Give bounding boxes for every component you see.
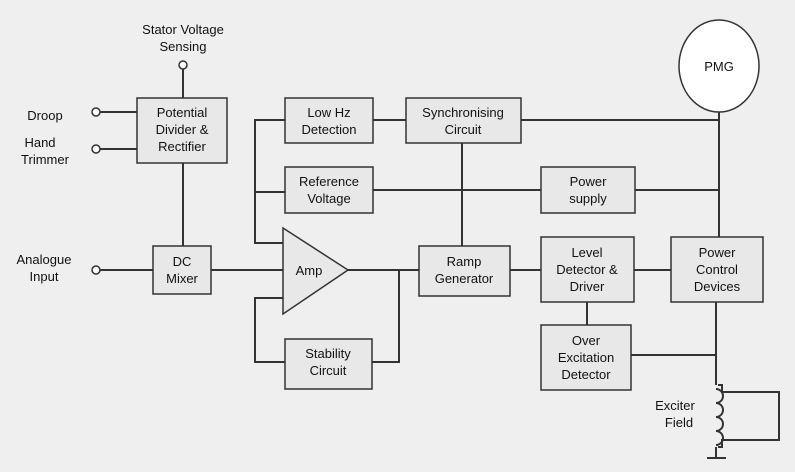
analogue-input-terminal xyxy=(91,265,101,275)
amp-label: Amp xyxy=(296,263,323,278)
reference-voltage-block xyxy=(284,166,374,214)
power-supply-block xyxy=(540,166,636,214)
stability-line-2: Circuit xyxy=(310,363,347,378)
droop-label: Droop xyxy=(27,108,62,123)
power-supply-line-2: supply xyxy=(569,191,607,206)
ramp-generator-line-2: Generator xyxy=(435,271,494,286)
hand-trimmer-label-line-2: Trimmer xyxy=(21,152,70,167)
pmg-label: PMG xyxy=(704,59,734,74)
blocks xyxy=(136,19,764,391)
over-excitation-line-3: Detector xyxy=(561,367,611,382)
hand-trimmer-terminal xyxy=(91,144,101,154)
synchronising-line-2: Circuit xyxy=(445,122,482,137)
wire-stability-out xyxy=(372,270,400,363)
low-hz-line-1: Low Hz xyxy=(307,105,350,120)
low-hz-block xyxy=(284,97,374,144)
dc-mixer-line-1: DC xyxy=(173,254,192,269)
ramp-generator-block xyxy=(418,245,511,297)
dc-mixer-block xyxy=(152,245,212,295)
stability-block xyxy=(284,338,373,390)
level-detector-line-2: Detector & xyxy=(556,262,618,277)
potential-divider-line-2: Divider & xyxy=(156,122,209,137)
exciter-field-label-line-1: Exciter xyxy=(655,398,695,413)
exciter-coil xyxy=(715,388,724,446)
connection-lines xyxy=(100,69,780,459)
analogue-input-label-line-2: Input xyxy=(30,269,59,284)
synchronising-block xyxy=(405,97,522,144)
stator-sensing-terminal xyxy=(178,60,188,70)
free-labels: Stator Voltage Sensing Droop Hand Trimme… xyxy=(17,22,696,430)
power-control-line-3: Devices xyxy=(694,279,741,294)
low-hz-line-2: Detection xyxy=(302,122,357,137)
droop-terminal xyxy=(91,107,101,117)
block-labels: Potential Divider & Rectifier DC Mixer L… xyxy=(156,59,741,382)
reference-voltage-line-2: Voltage xyxy=(307,191,350,206)
power-supply-line-1: Power xyxy=(570,174,608,189)
dc-mixer-line-2: Mixer xyxy=(166,271,198,286)
potential-divider-line-1: Potential xyxy=(157,105,208,120)
exciter-field-enclosure xyxy=(718,384,780,448)
ramp-generator-line-1: Ramp xyxy=(447,254,482,269)
reference-voltage-line-1: Reference xyxy=(299,174,359,189)
pmg-circle xyxy=(678,19,760,113)
over-excitation-line-1: Over xyxy=(572,333,601,348)
wire-left-bus xyxy=(254,119,286,244)
hand-trimmer-label-line-1: Hand xyxy=(24,135,55,150)
synchronising-line-1: Synchronising xyxy=(422,105,504,120)
over-excitation-line-2: Excitation xyxy=(558,350,614,365)
stability-line-1: Stability xyxy=(305,346,351,361)
exciter-field-label-line-2: Field xyxy=(665,415,693,430)
power-control-block xyxy=(670,236,764,303)
analogue-input-label-line-1: Analogue xyxy=(17,252,72,267)
wire-stability-in xyxy=(254,297,286,363)
amp-triangle xyxy=(282,226,350,316)
stator-label-line-1: Stator Voltage xyxy=(142,22,224,37)
stator-label-line-2: Sensing xyxy=(160,39,207,54)
potential-divider-line-3: Rectifier xyxy=(158,139,206,154)
level-detector-line-3: Driver xyxy=(570,279,605,294)
potential-divider-block xyxy=(136,97,228,164)
level-detector-block xyxy=(540,236,635,303)
power-control-line-1: Power xyxy=(699,245,737,260)
level-detector-line-1: Level xyxy=(571,245,602,260)
terminals xyxy=(91,60,188,275)
power-control-line-2: Control xyxy=(696,262,738,277)
over-excitation-block xyxy=(540,324,632,391)
